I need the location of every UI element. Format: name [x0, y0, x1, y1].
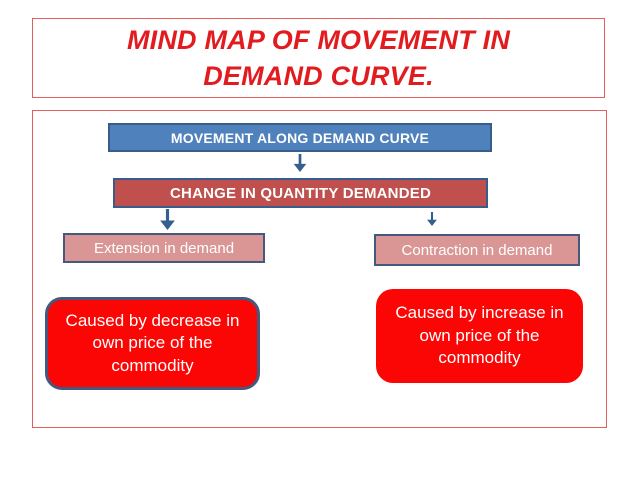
branch-left-label: Extension in demand: [93, 239, 235, 257]
node-movement-along-demand-curve: MOVEMENT ALONG DEMAND CURVE: [108, 123, 492, 152]
node-change-in-quantity-demanded: CHANGE IN QUANTITY DEMANDED: [113, 178, 488, 208]
node-extension-in-demand: Extension in demand: [63, 233, 265, 263]
node-root-label: MOVEMENT ALONG DEMAND CURVE: [170, 129, 430, 146]
cause-right-label: Caused by increase in own price of the c…: [395, 303, 564, 368]
down-arrow-icon: [426, 212, 438, 226]
node-cause-decrease-price: Caused by decrease in own price of the c…: [45, 297, 260, 390]
down-arrow-icon: [160, 209, 175, 230]
node-child-label: CHANGE IN QUANTITY DEMANDED: [170, 184, 431, 202]
branch-right-label: Contraction in demand: [401, 241, 553, 259]
slide-title: MIND MAP OF MOVEMENT IN DEMAND CURVE.: [126, 25, 511, 91]
title-frame: MIND MAP OF MOVEMENT IN DEMAND CURVE.: [32, 18, 605, 98]
node-cause-increase-price: Caused by increase in own price of the c…: [376, 289, 583, 383]
down-arrow-icon: [293, 154, 307, 172]
cause-left-label: Caused by decrease in own price of the c…: [65, 310, 240, 375]
node-contraction-in-demand: Contraction in demand: [374, 234, 580, 266]
